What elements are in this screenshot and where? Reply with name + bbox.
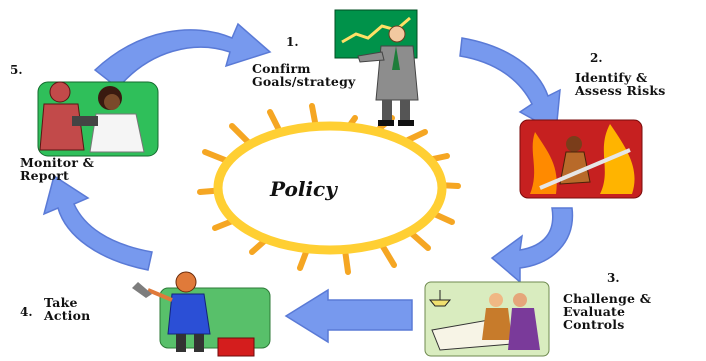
step-1-number: 1. (286, 35, 299, 49)
arrow-5-to-1 (93, 22, 272, 90)
step-4-line1: Take (44, 295, 78, 310)
cycle-arrows (42, 22, 574, 344)
step-3-line1: Challenge & (563, 291, 652, 306)
step-1-line1: Confirm (252, 61, 311, 76)
sun-burst (197, 103, 461, 275)
step-1-label: Confirm Goals/strategy (252, 62, 356, 88)
step-5-number: 5. (10, 63, 23, 77)
step-2-line2: Assess Risks (575, 83, 666, 99)
step-3-label: Challenge & Evaluate Controls (563, 291, 652, 333)
worker-clipart (132, 271, 271, 357)
step-3-number: 3. (607, 271, 620, 285)
firefighter-clipart (519, 119, 643, 199)
step-4-label: Take Action (44, 296, 90, 322)
step-2-number: 2. (590, 51, 603, 65)
step-4-line2: Action (44, 308, 91, 324)
step-5-label: Monitor & Report (20, 156, 94, 182)
step-5-line1: Monitor & (20, 155, 95, 170)
step-5-line2: Report (20, 168, 69, 184)
policy-label: Policy (270, 177, 337, 201)
arrow-2-to-3 (490, 207, 574, 284)
medical-clipart (37, 81, 159, 157)
arrow-4-to-5 (42, 174, 153, 271)
arrow-3-to-4 (284, 288, 413, 344)
arrow-1-to-2 (459, 37, 561, 134)
step-2-line1: Identify & (575, 70, 648, 85)
engineers-clipart (424, 281, 550, 357)
sun-core (213, 121, 447, 255)
presenter-clipart (334, 9, 419, 126)
step-4-number: 4. (20, 305, 33, 319)
step-2-label: Identify & Assess Risks (575, 71, 665, 97)
step-3-line2: Evaluate (563, 304, 626, 320)
step-1-line2: Goals/strategy (252, 74, 356, 90)
step-3-line3: Controls (563, 317, 625, 333)
